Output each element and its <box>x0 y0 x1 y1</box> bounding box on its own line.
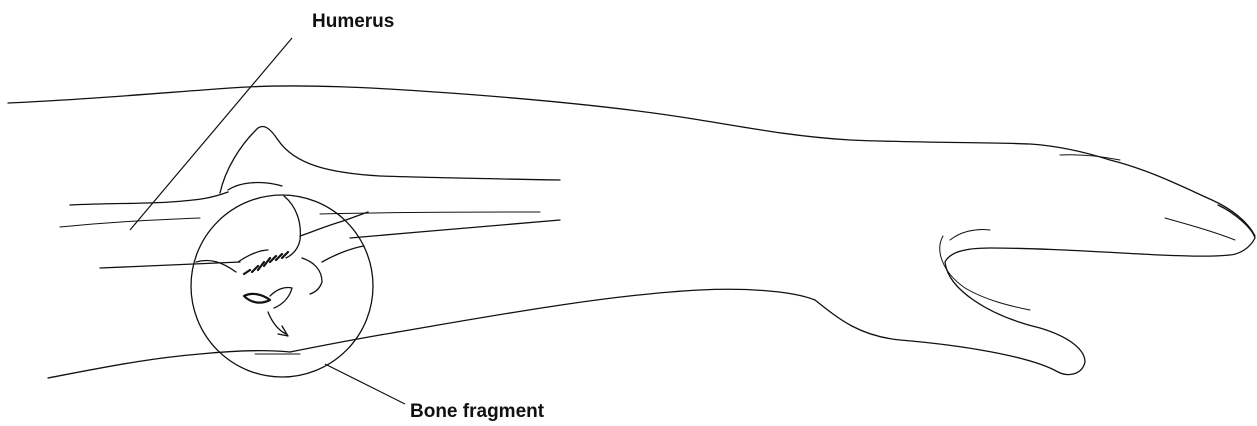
arm-upper-contour <box>8 86 1255 236</box>
magnification-circle <box>191 195 373 377</box>
fragment-outline <box>270 287 292 308</box>
fragment-arrow <box>268 312 288 336</box>
arm-lower-contour <box>48 351 290 378</box>
humerus-label: Humerus <box>312 12 394 31</box>
thumb-inner-line <box>940 236 1030 310</box>
humerus-leader-line <box>130 38 292 230</box>
humerus-detail-contour <box>196 196 300 272</box>
wrist-crease <box>1060 155 1120 160</box>
bone-fragment-label: Bone fragment <box>410 402 544 421</box>
thumb-crease <box>950 229 990 240</box>
screw-detail[interactable] <box>244 252 288 274</box>
joint-detail-right <box>300 212 368 294</box>
upper-arm-line <box>70 192 228 205</box>
fragment-leader-line <box>325 364 405 404</box>
finger-line <box>1165 218 1235 240</box>
humerus-inner-line <box>320 212 540 214</box>
elbow-crease <box>228 183 282 190</box>
palm-contour <box>290 248 1160 375</box>
forearm-ulna-line <box>350 220 560 238</box>
humerus-shaft-line <box>60 218 200 227</box>
bone-fragment-shape[interactable] <box>244 294 270 303</box>
